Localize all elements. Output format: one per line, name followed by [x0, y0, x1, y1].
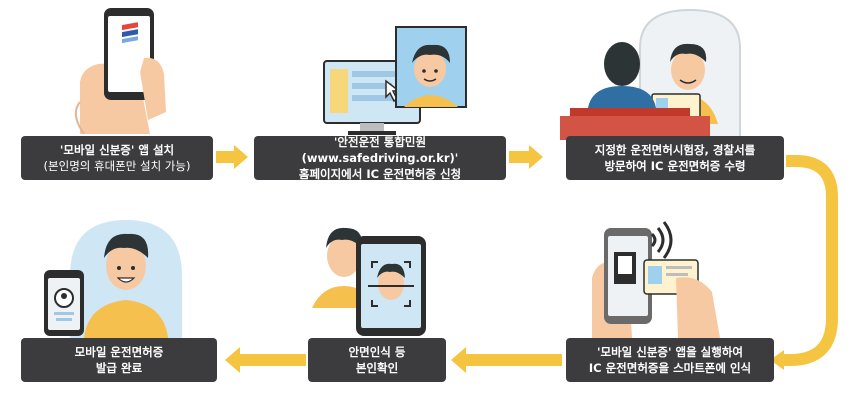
license-pickup-illustration	[560, 8, 741, 140]
step-4-title: '모바일 신분증' 앱을 실행하여	[596, 345, 743, 359]
step-2-title: '안전운전 통합민원 (www.safedriving.or.kr)'	[301, 135, 459, 165]
step-6-desc: 발급 완료	[95, 361, 143, 375]
step-4-box: '모바일 신분증' 앱을 실행하여 IC 운전면허증을 스마트폰에 인식	[566, 338, 774, 382]
nfc-scan-illustration	[592, 221, 720, 338]
person-icon	[84, 300, 168, 338]
face-recognition-illustration	[312, 227, 426, 336]
step-1-title: '모바일 신분증' 앱 설치	[59, 143, 175, 157]
arrow-step5-to-step6	[225, 347, 306, 373]
pointing-finger-icon	[140, 57, 166, 120]
issuance-complete-illustration	[44, 220, 182, 338]
step-6-box: 모바일 운전면허증 발급 완료	[21, 338, 217, 382]
step-3-desc: 방문하여 IC 운전면허증 수령	[604, 159, 746, 173]
step-2-desc: 홈페이지에서 IC 운전면허증 신청	[298, 167, 462, 181]
app-logo-icon	[122, 22, 138, 44]
step-1-note: (본인명의 휴대폰만 설치 가능)	[43, 159, 191, 173]
hand-right-icon	[676, 277, 720, 338]
website-application-illustration	[323, 26, 467, 135]
step-6-title: 모바일 운전면허증	[74, 345, 164, 359]
arrow-step3-to-step4	[782, 155, 838, 366]
step-3-box: 지정한 운전면허시험장, 경찰서를 방문하여 IC 운전면허증 수령	[566, 136, 784, 180]
step-5-desc: 본인확인	[355, 361, 399, 375]
phone-app-illustration	[74, 8, 166, 134]
arrow-step2-to-step3	[509, 145, 543, 169]
step-4-desc: IC 운전면허증을 스마트폰에 인식	[588, 361, 752, 375]
step-5-box: 안면인식 등 본인확인	[308, 338, 446, 382]
nfc-signal-icon	[650, 221, 673, 259]
step-1-box: '모바일 신분증' 앱 설치 (본인명의 휴대폰만 설치 가능)	[21, 136, 213, 180]
face-scan-icon	[368, 261, 414, 307]
step-3-title: 지정한 운전면허시험장, 경찰서를	[594, 143, 756, 157]
step-2-box: '안전운전 통합민원 (www.safedriving.or.kr)' 홈페이지…	[254, 135, 506, 181]
arrow-step1-to-step2	[216, 145, 248, 169]
person-icon	[327, 235, 361, 277]
arrow-step4-to-step5	[451, 347, 562, 373]
step-5-title: 안면인식 등	[348, 345, 406, 359]
